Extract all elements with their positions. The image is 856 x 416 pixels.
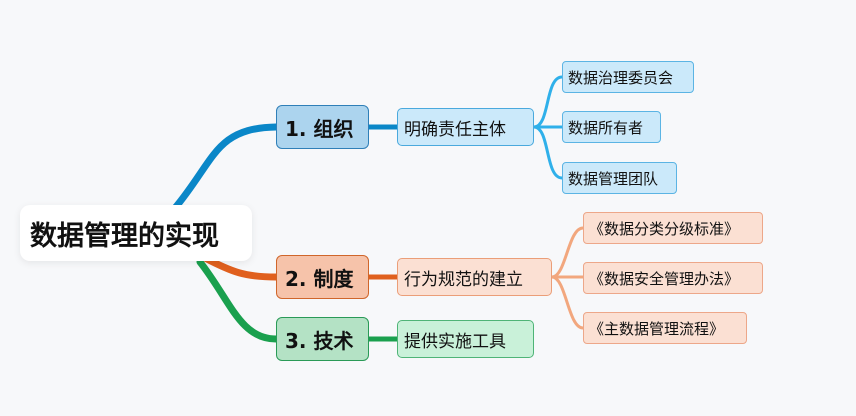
leaf-label: 《数据分类分级标准》 bbox=[589, 219, 740, 238]
subtopic-responsibility-label: 明确责任主体 bbox=[404, 119, 506, 140]
subtopic-tools-label: 提供实施工具 bbox=[404, 331, 506, 352]
subtopic-tools[interactable]: 提供实施工具 bbox=[397, 320, 534, 358]
branch-organization-label: 1. 组织 bbox=[285, 116, 354, 141]
leaf-label: 数据治理委员会 bbox=[568, 68, 674, 87]
root-connector-group bbox=[171, 123, 280, 343]
leaf-data-team[interactable]: 数据管理团队 bbox=[562, 162, 677, 194]
branch-technology-label: 3. 技术 bbox=[285, 328, 354, 353]
branch-policy[interactable]: 2. 制度 bbox=[276, 255, 369, 299]
branch-policy-label: 2. 制度 bbox=[285, 266, 354, 291]
leaf-connector-group bbox=[532, 75, 585, 330]
subtopic-norms-label: 行为规范的建立 bbox=[404, 269, 523, 290]
connector-leaf bbox=[550, 275, 585, 330]
branch-technology[interactable]: 3. 技术 bbox=[276, 317, 369, 361]
leaf-governance-committee[interactable]: 数据治理委员会 bbox=[562, 61, 694, 93]
sub-connector-group bbox=[366, 124, 400, 342]
leaf-classification-standard[interactable]: 《数据分类分级标准》 bbox=[583, 212, 763, 244]
root-topic[interactable]: 数据管理的实现 bbox=[20, 205, 252, 261]
leaf-label: 数据管理团队 bbox=[568, 169, 659, 188]
leaf-label: 数据所有者 bbox=[568, 118, 644, 137]
leaf-label: 《主数据管理流程》 bbox=[589, 319, 725, 338]
leaf-master-data-process[interactable]: 《主数据管理流程》 bbox=[583, 312, 747, 344]
branch-organization[interactable]: 1. 组织 bbox=[276, 105, 369, 149]
connector-leaf bbox=[550, 226, 585, 279]
leaf-data-owner[interactable]: 数据所有者 bbox=[562, 111, 661, 143]
root-topic-label: 数据管理的实现 bbox=[30, 220, 219, 252]
leaf-security-measures[interactable]: 《数据安全管理办法》 bbox=[583, 262, 763, 294]
connector-root-organization bbox=[171, 123, 280, 212]
subtopic-norms[interactable]: 行为规范的建立 bbox=[397, 258, 552, 296]
subtopic-responsibility[interactable]: 明确责任主体 bbox=[397, 108, 534, 146]
connector-leaf bbox=[532, 125, 564, 180]
connector-leaf bbox=[532, 75, 564, 129]
leaf-label: 《数据安全管理办法》 bbox=[589, 269, 740, 288]
connector-root-technology bbox=[196, 258, 280, 343]
connector-root-policy bbox=[201, 254, 280, 281]
